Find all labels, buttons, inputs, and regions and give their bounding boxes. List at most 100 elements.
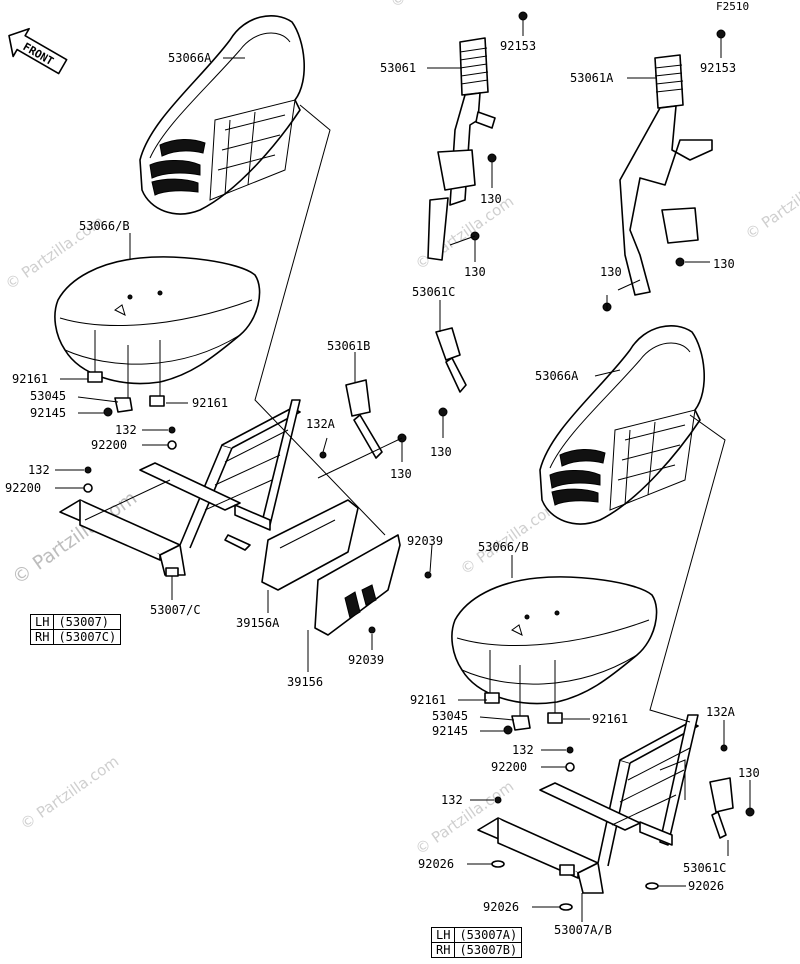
label-132-b: 132 — [28, 463, 50, 477]
figure-code: F2510 — [716, 0, 749, 13]
label-130-e: 130 — [430, 445, 452, 459]
label-92039-a: 92039 — [407, 534, 443, 548]
bolt-130-g — [745, 807, 755, 817]
bolt-92153-a — [518, 11, 528, 21]
legend-side: LH — [430, 927, 456, 943]
label-132A-b: 132A — [706, 705, 736, 719]
front-arrow-icon: FRONT — [8, 27, 68, 75]
buckle-53061C-bottom — [709, 777, 734, 839]
label-92145-b: 92145 — [432, 724, 468, 738]
watermark-2: © Partzilla.com — [387, 0, 492, 11]
label-92161-a: 92161 — [12, 372, 48, 386]
seat-cushion-left — [54, 256, 261, 385]
label-53066A-top: 53066A — [168, 51, 212, 65]
seat-back-right — [539, 324, 705, 525]
label-92039-b: 92039 — [348, 653, 384, 667]
buckle-53061C-top — [435, 327, 467, 393]
label-92145-a: 92145 — [30, 406, 66, 420]
label-92200-c: 92200 — [491, 760, 527, 774]
label-53061C-bottom: 53061C — [683, 861, 726, 875]
label-53066B-top: 53066/B — [79, 219, 130, 233]
washer-92026-c — [559, 903, 573, 911]
bolt-132A-right — [720, 744, 728, 752]
label-53061: 53061 — [380, 61, 416, 75]
label-132A-a: 132A — [306, 417, 336, 431]
bolt-130-a — [487, 153, 497, 163]
bolt-92153-b — [716, 29, 726, 39]
bolt-132-right-a — [566, 746, 574, 754]
label-53045-b: 53045 — [432, 709, 468, 723]
part-labels: 53066A 53061 92153 53061A 92153 130 130 … — [5, 39, 760, 937]
label-130-a: 130 — [480, 192, 502, 206]
label-130-f: 130 — [390, 467, 412, 481]
label-53061B: 53061B — [327, 339, 370, 353]
washer-92200-left-a — [167, 440, 177, 450]
bracket-92161-left-b — [149, 395, 165, 407]
seat-belt-53061 — [427, 37, 496, 261]
seat-cushion-right — [451, 576, 658, 705]
label-130-c: 130 — [600, 265, 622, 279]
legend-side: RH — [29, 629, 55, 645]
legend-part: (53007B) — [454, 942, 523, 958]
bracket-92161-left-a — [87, 371, 103, 383]
seat-belt-53061A — [619, 54, 713, 296]
bolt-130-e — [438, 407, 448, 417]
seat-back-left — [139, 14, 305, 215]
screw-92039-b — [368, 626, 376, 634]
watermark-7: © Partzilla.com — [742, 162, 800, 243]
label-92153-b: 92153 — [700, 61, 736, 75]
label-130-g: 130 — [738, 766, 760, 780]
bracket-92161-right-a — [484, 692, 500, 704]
seat-frame-left — [59, 399, 301, 577]
watermark-6: © Partzilla.com — [412, 777, 517, 858]
buckle-53061B — [345, 379, 383, 459]
label-39156: 39156 — [287, 675, 323, 689]
legend-part: (53007A) — [454, 927, 523, 943]
washer-92026-a — [491, 860, 505, 868]
washer-92026-b — [645, 882, 659, 890]
legend-row-rh: RH (53007B) — [430, 942, 523, 958]
label-92200-b: 92200 — [5, 481, 41, 495]
clip-53045-left — [114, 397, 133, 413]
label-130-d: 130 — [713, 257, 735, 271]
panel-39156A — [261, 499, 359, 591]
label-53007C: 53007/C — [150, 603, 201, 617]
leader-lines — [55, 20, 751, 922]
panel-39156 — [314, 534, 401, 636]
legend-table-left: LH (53007) RH (53007C) — [29, 614, 122, 645]
label-132-c: 132 — [512, 743, 534, 757]
legend-row-lh: LH (53007) — [29, 614, 122, 630]
washer-92200-left-b — [83, 483, 93, 493]
bolt-132-left-b — [84, 466, 92, 474]
label-92161-d: 92161 — [592, 712, 628, 726]
legend-side: LH — [29, 614, 55, 630]
label-53045-a: 53045 — [30, 389, 66, 403]
legend-row-lh: LH (53007A) — [430, 927, 523, 943]
label-92026-b: 92026 — [688, 879, 724, 893]
bolt-132A-left — [319, 451, 327, 459]
legend-part: (53007C) — [53, 629, 122, 645]
nut-92145-left — [103, 407, 113, 417]
label-39156A: 39156A — [236, 616, 280, 630]
label-92161-b: 92161 — [192, 396, 228, 410]
label-53061C-top: 53061C — [412, 285, 455, 299]
screw-92039-a — [424, 571, 432, 579]
washer-92200-right — [565, 762, 575, 772]
label-92026-a: 92026 — [418, 857, 454, 871]
legend-side: RH — [430, 942, 456, 958]
bracket-92161-right-b — [547, 712, 563, 724]
bolt-132-right-b — [494, 796, 502, 804]
legend-row-rh: RH (53007C) — [29, 629, 122, 645]
label-53066B-right: 53066/B — [478, 540, 529, 554]
legend-table-right: LH (53007A) RH (53007B) — [430, 927, 523, 958]
clip-53045-right — [511, 715, 531, 731]
watermark-5: © Partzilla.com — [17, 752, 122, 833]
bolt-130-c — [675, 257, 685, 267]
label-92026-c: 92026 — [483, 900, 519, 914]
label-130-b: 130 — [464, 265, 486, 279]
label-53007AB: 53007A/B — [554, 923, 612, 937]
label-92200-a: 92200 — [91, 438, 127, 452]
label-92153-a: 92153 — [500, 39, 536, 53]
legend-part: (53007) — [53, 614, 122, 630]
